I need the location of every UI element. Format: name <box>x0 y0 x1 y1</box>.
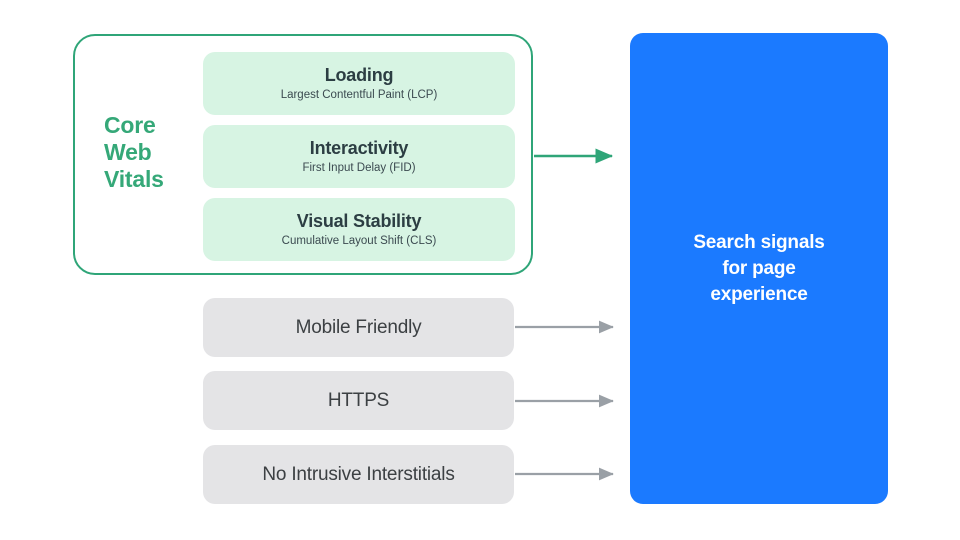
core-web-vitals-label-line-3: Vitals <box>104 166 164 192</box>
metric-card-title: Visual Stability <box>296 211 422 231</box>
search-signals-box[interactable]: Search signals for page experience <box>630 33 888 504</box>
core-web-vitals-label: Core Web Vitals <box>104 112 196 193</box>
metric-card-subtitle: Largest Contentful Paint (LCP) <box>280 89 438 101</box>
metric-card-interactivity[interactable]: Interactivity First Input Delay (FID) <box>203 125 515 188</box>
metric-card-subtitle: First Input Delay (FID) <box>302 162 416 174</box>
signal-https[interactable]: HTTPS <box>203 371 514 430</box>
metric-card-visual-stability[interactable]: Visual Stability Cumulative Layout Shift… <box>203 198 515 261</box>
metric-card-loading[interactable]: Loading Largest Contentful Paint (LCP) <box>203 52 515 115</box>
search-signals-label-line-2: for page <box>722 257 796 279</box>
metric-card-subtitle: Cumulative Layout Shift (CLS) <box>281 235 437 247</box>
signal-mobile-friendly[interactable]: Mobile Friendly <box>203 298 514 357</box>
signal-label: HTTPS <box>327 389 390 411</box>
search-signals-label: Search signals for page experience <box>693 230 825 308</box>
search-signals-label-line-1: Search signals <box>693 231 825 253</box>
core-web-vitals-group <box>73 34 533 275</box>
signal-label: No Intrusive Interstitials <box>262 463 455 485</box>
signal-label: Mobile Friendly <box>295 316 422 338</box>
metric-card-title: Interactivity <box>309 138 409 158</box>
search-signals-label-line-3: experience <box>710 283 808 305</box>
core-web-vitals-label-line-1: Core <box>104 112 156 138</box>
core-web-vitals-label-line-2: Web <box>104 139 152 165</box>
signal-no-intrusive-interstitials[interactable]: No Intrusive Interstitials <box>203 445 514 504</box>
metric-card-title: Loading <box>324 65 394 85</box>
